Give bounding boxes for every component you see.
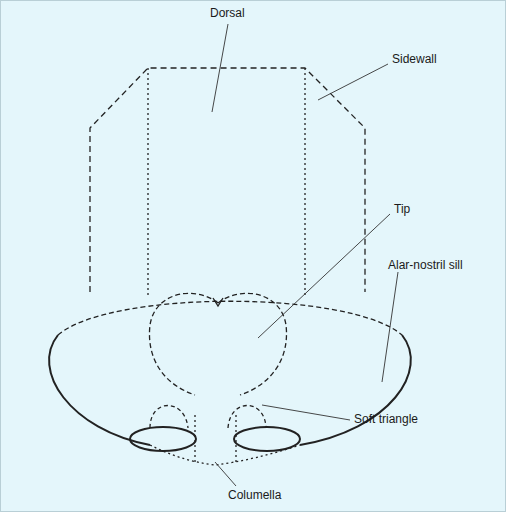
alar-left [49, 335, 150, 445]
leader-line [382, 272, 398, 382]
leader-line [262, 405, 350, 420]
alar-right [300, 335, 411, 445]
nostril-right [234, 427, 300, 451]
tip-outline [149, 293, 286, 395]
columella-outline [195, 415, 236, 462]
nose-outline [49, 68, 411, 465]
alar-bottom [150, 445, 300, 465]
sidewall-outline [90, 68, 365, 292]
part-label: Dorsal [210, 6, 245, 20]
soft-triangle-right [228, 406, 266, 429]
part-label: Columella [228, 488, 281, 502]
leader-line [215, 462, 236, 486]
nostril-left [130, 427, 196, 451]
leader-line [212, 24, 228, 112]
tip-notch [213, 298, 223, 306]
part-label: Tip [394, 202, 410, 216]
part-label: Sidewall [392, 52, 437, 66]
leader-line [258, 214, 390, 338]
part-label: Alar-nostril sill [388, 258, 463, 272]
alar-top [58, 301, 402, 335]
soft-triangle-left [150, 406, 188, 429]
dorsal-outline [148, 68, 305, 298]
part-label: Soft triangle [354, 412, 418, 426]
leader-line [318, 64, 388, 100]
